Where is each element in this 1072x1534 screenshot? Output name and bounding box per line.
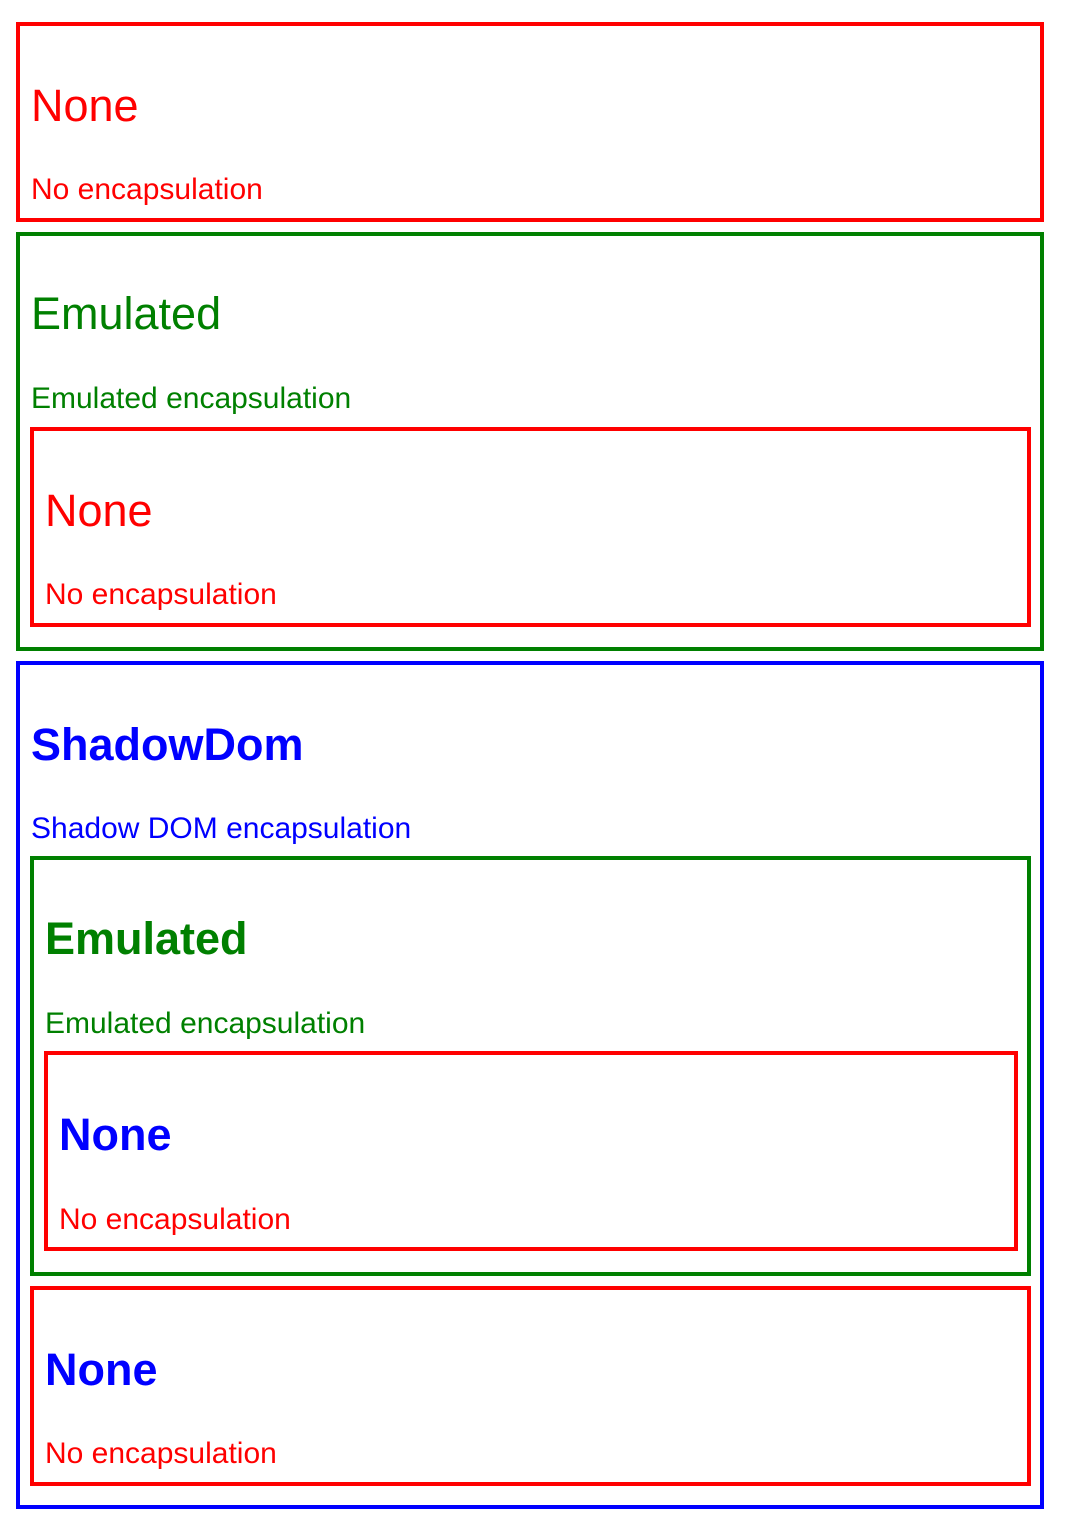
shadowdom-child-emulated-title: Emulated [45, 913, 248, 964]
none-component-box [16, 22, 1044, 222]
shadowdom-child-none-description: No encapsulation [45, 1437, 277, 1470]
shadowdom-emulated-child-none-box [44, 1051, 1018, 1251]
emulated-description: Emulated encapsulation [31, 382, 352, 415]
shadowdom-title: ShadowDom [31, 719, 304, 770]
shadowdom-child-emulated-description: Emulated encapsulation [45, 1007, 366, 1040]
none-title: None [31, 80, 139, 131]
emulated-component-box [16, 232, 1044, 651]
shadowdom-child-none-title: None [45, 1344, 158, 1395]
emulated-title: Emulated [31, 288, 222, 339]
emulated-child-none-title: None [45, 485, 153, 536]
emulated-child-none-box [30, 427, 1031, 627]
shadowdom-emulated-child-none-title: None [59, 1109, 172, 1160]
shadowdom-child-emulated-box [30, 856, 1031, 1276]
shadowdom-description: Shadow DOM encapsulation [31, 812, 412, 845]
shadowdom-component-box [16, 661, 1044, 1509]
emulated-child-none-description: No encapsulation [45, 578, 277, 611]
shadowdom-emulated-child-none-description: No encapsulation [59, 1203, 291, 1236]
shadowdom-child-none-box [30, 1286, 1031, 1486]
none-description: No encapsulation [31, 173, 263, 206]
